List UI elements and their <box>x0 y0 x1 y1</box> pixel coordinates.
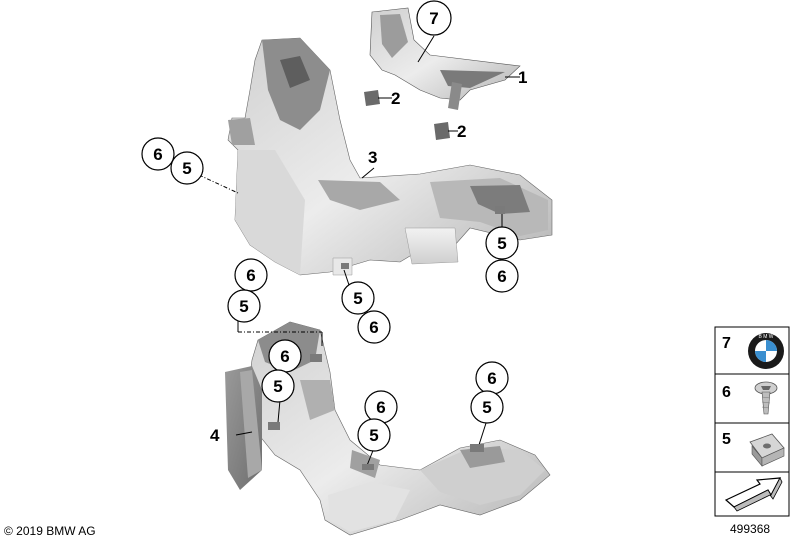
svg-text:5: 5 <box>273 377 282 396</box>
callout-3: 3 <box>368 148 377 167</box>
callout-6-right-upper: 6 <box>485 259 519 293</box>
svg-text:5: 5 <box>482 398 491 417</box>
callout-6-lower-right: 6 <box>475 361 509 395</box>
clip-nut-icon <box>749 433 785 467</box>
svg-text:6: 6 <box>280 347 289 366</box>
bmw-emblem-icon: B M W <box>748 333 784 369</box>
bracket-part <box>369 7 521 110</box>
svg-text:6: 6 <box>487 369 496 388</box>
svg-text:5: 5 <box>182 159 191 178</box>
svg-text:5: 5 <box>369 426 378 445</box>
callout-5-left: 5 <box>170 151 204 185</box>
svg-text:6: 6 <box>246 266 255 285</box>
callout-7-top: 7 <box>416 0 452 36</box>
callout-5-lower-right: 5 <box>470 390 504 424</box>
svg-text:6: 6 <box>369 318 378 337</box>
callout-2-upper: 2 <box>391 89 400 108</box>
svg-text:5: 5 <box>497 234 506 253</box>
callout-6-lower-center: 6 <box>364 390 398 424</box>
callout-6-left: 6 <box>141 137 175 171</box>
callout-5-mid: 5 <box>227 289 261 323</box>
svg-text:5: 5 <box>353 289 362 308</box>
callout-5-mid-right: 5 <box>341 281 375 315</box>
drawing-number: 499368 <box>730 522 771 536</box>
rubber-grommet-lower <box>434 122 450 140</box>
callout-4: 4 <box>210 426 220 445</box>
assembly-arrow-icon <box>724 477 783 512</box>
svg-text:5: 5 <box>239 297 248 316</box>
clip-markers <box>268 206 505 470</box>
svg-text:6: 6 <box>153 145 162 164</box>
trim-panel-lower <box>225 321 551 536</box>
callout-2-lower: 2 <box>457 122 466 141</box>
callout-6-mid-right: 6 <box>357 310 391 344</box>
copyright-notice: © 2019 BMW AG <box>4 524 96 538</box>
callout-5-lower-center: 5 <box>357 418 391 452</box>
svg-text:B M W: B M W <box>759 334 774 340</box>
legend-item-6-number: 6 <box>722 384 731 401</box>
torx-screw-icon <box>754 381 778 415</box>
trim-panel-upper <box>227 37 553 276</box>
legend-item-5-number: 5 <box>722 431 731 448</box>
callout-1: 1 <box>518 68 527 87</box>
rubber-grommet-upper <box>364 90 380 106</box>
legend-panel: 7 B M W 6 5 <box>714 326 790 517</box>
callout-6-lower-inner: 6 <box>268 339 302 373</box>
legend-item-7-number: 7 <box>722 335 731 352</box>
svg-text:7: 7 <box>429 9 438 28</box>
callout-6-mid: 6 <box>234 258 268 292</box>
svg-text:6: 6 <box>376 398 385 417</box>
callout-5-right-upper: 5 <box>485 226 519 260</box>
svg-text:6: 6 <box>497 267 506 286</box>
callout-5-lower-inner: 5 <box>261 369 295 403</box>
